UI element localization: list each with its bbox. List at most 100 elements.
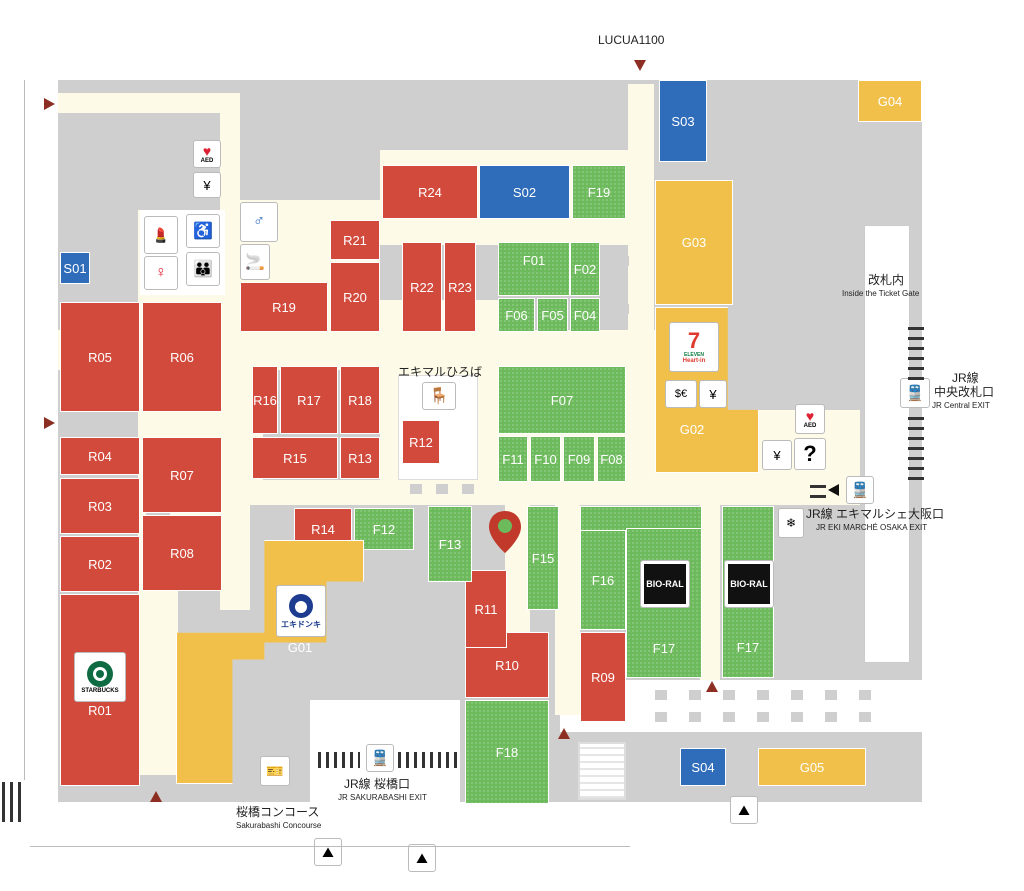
accessible-toilet-icon[interactable]: ♿: [186, 214, 220, 248]
aed-icon[interactable]: ♥AED: [795, 404, 825, 434]
shop-R05[interactable]: R05: [60, 302, 140, 412]
currency-exchange-icon[interactable]: $€: [665, 380, 697, 408]
shop-R13[interactable]: R13: [340, 437, 380, 479]
plaza-label: エキマルひろば: [398, 365, 483, 379]
shop-R04[interactable]: R04: [60, 437, 140, 475]
shop-R07[interactable]: R07: [142, 437, 222, 513]
shop-F08[interactable]: F08: [597, 436, 626, 482]
shop-label: G01: [287, 640, 313, 655]
shop-R21[interactable]: R21: [330, 220, 380, 260]
shop-F15[interactable]: F15: [527, 506, 559, 610]
shop-label: F17: [736, 639, 760, 655]
nursing-room-icon[interactable]: 👪: [186, 252, 220, 286]
shop-F16[interactable]: F16: [580, 530, 626, 630]
seven-icon: 7: [687, 328, 701, 353]
smoking-area-icon[interactable]: 🚬: [240, 244, 270, 280]
shop-G04[interactable]: G04: [858, 80, 922, 122]
shop-label: F15: [531, 550, 555, 566]
shop-label: F19: [587, 184, 611, 200]
shop-label: F01: [522, 252, 546, 268]
shop-label: R24: [418, 184, 442, 200]
shop-F12[interactable]: F12: [354, 508, 414, 550]
information-icon[interactable]: ?: [794, 438, 826, 470]
ticket-gate: [398, 752, 458, 768]
train-icon[interactable]: 🚆: [366, 744, 394, 772]
escalator-icon[interactable]: ⛰: [314, 838, 342, 866]
shop-R11[interactable]: R11: [465, 570, 507, 648]
shop-R03[interactable]: R03: [60, 478, 140, 534]
gate-label-en: Inside the Ticket Gate: [842, 289, 920, 298]
shop-F01[interactable]: F01: [498, 242, 570, 296]
shop-label: R10: [495, 657, 519, 673]
atm-icon[interactable]: ¥: [193, 172, 221, 198]
sakurabashi-exit-label-en: JR SAKURABASHI EXIT: [338, 793, 427, 802]
shop-R22[interactable]: R22: [402, 242, 442, 332]
shop-F13[interactable]: F13: [428, 506, 472, 582]
gate-label-jp: 改札内: [868, 273, 905, 287]
aed-icon[interactable]: ♥AED: [193, 140, 221, 168]
shop-F17a[interactable]: [580, 506, 702, 530]
shop-F09[interactable]: F09: [563, 436, 595, 482]
shop-F04[interactable]: F04: [570, 298, 600, 332]
ticket-machine-icon[interactable]: 🎫: [260, 756, 290, 786]
starbucks-label: STARBUCKS: [81, 688, 119, 694]
seating-icon[interactable]: 🪑: [422, 382, 456, 410]
bioral-icon: BIO-RAL: [644, 564, 686, 604]
atm-icon[interactable]: ¥: [699, 380, 727, 408]
shop-G01-fill[interactable]: G01: [176, 540, 364, 784]
shop-label: F12: [372, 521, 396, 537]
shop-label: F09: [567, 451, 591, 467]
shop-R20[interactable]: R20: [330, 262, 380, 332]
shop-F02[interactable]: F02: [570, 242, 600, 296]
shop-R02[interactable]: R02: [60, 536, 140, 592]
train-icon[interactable]: 🚆: [900, 378, 930, 408]
shop-F18[interactable]: F18: [465, 700, 549, 804]
atm-icon[interactable]: ¥: [762, 440, 792, 470]
shop-F10[interactable]: F10: [530, 436, 561, 482]
shop-R16[interactable]: R16: [252, 366, 278, 434]
shop-R06[interactable]: R06: [142, 302, 222, 412]
shop-label: S02: [512, 184, 537, 200]
shop-label: F04: [573, 307, 597, 323]
pillar: [436, 484, 448, 494]
shop-R17[interactable]: R17: [280, 366, 338, 434]
pillar: [859, 712, 871, 722]
ticket-gate: [318, 752, 360, 768]
shop-label: R02: [88, 556, 112, 572]
shop-R15[interactable]: R15: [252, 437, 338, 479]
location-pin-icon: [489, 511, 521, 553]
escalator-icon[interactable]: ⛰: [408, 844, 436, 872]
shop-F11[interactable]: F11: [498, 436, 528, 482]
bioral-icon: BIO-RAL: [728, 564, 770, 604]
shop-F05[interactable]: F05: [537, 298, 568, 332]
shop-S04[interactable]: S04: [680, 748, 726, 786]
coin-locker-icon[interactable]: ❄: [778, 508, 804, 538]
womens-toilet-icon[interactable]: ♀: [144, 256, 178, 290]
shop-S02[interactable]: S02: [479, 165, 570, 219]
shop-label: R20: [343, 289, 367, 305]
shop-F07[interactable]: F07: [498, 366, 626, 434]
shop-label: R04: [88, 448, 112, 464]
concourse-label-en: Sakurabashi Concourse: [236, 821, 322, 830]
ticket-gate: [908, 410, 924, 480]
shop-R19[interactable]: R19: [240, 282, 328, 332]
shop-R09[interactable]: R09: [580, 632, 626, 722]
train-icon[interactable]: 🚆: [846, 476, 874, 504]
escalator-icon[interactable]: ⛰: [730, 796, 758, 824]
shop-R24[interactable]: R24: [382, 165, 478, 219]
ekidonki-logo: エキドンキ: [276, 585, 326, 637]
shop-F19[interactable]: F19: [572, 165, 626, 219]
shop-label: R11: [474, 601, 498, 617]
shop-R18[interactable]: R18: [340, 366, 380, 434]
entrance-arrow-icon: [558, 728, 570, 739]
shop-G03[interactable]: G03: [655, 180, 733, 305]
shop-G05[interactable]: G05: [758, 748, 866, 786]
shop-R12[interactable]: R12: [402, 420, 440, 464]
shop-R23[interactable]: R23: [444, 242, 476, 332]
shop-F06[interactable]: F06: [498, 298, 535, 332]
powder-room-icon[interactable]: 💄: [144, 216, 178, 254]
shop-R08[interactable]: R08: [142, 515, 222, 591]
shop-S01[interactable]: S01: [60, 252, 90, 284]
mens-toilet-icon[interactable]: ♂: [240, 202, 278, 242]
shop-S03[interactable]: S03: [659, 80, 707, 162]
